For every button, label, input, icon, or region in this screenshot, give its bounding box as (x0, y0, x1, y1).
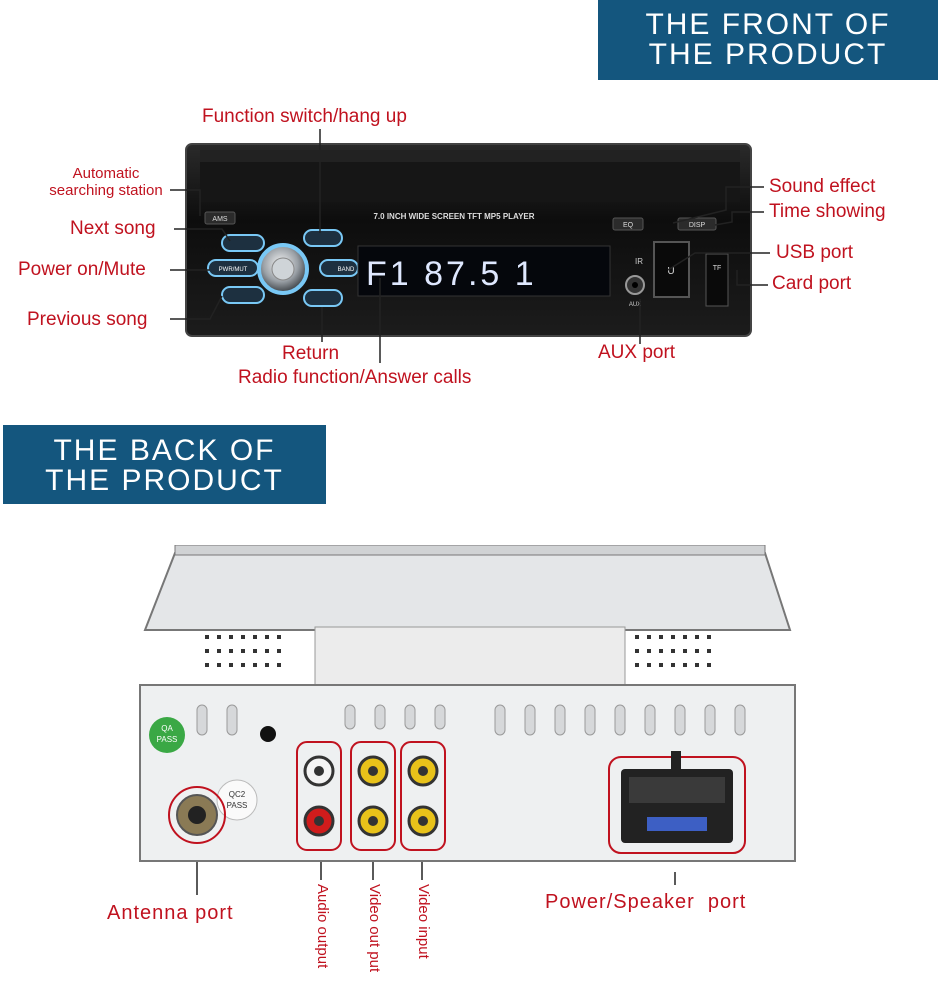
pwr-mut-label: PWR/MUT (219, 267, 248, 273)
audio-output-jacks[interactable] (296, 741, 342, 851)
label-power-mute: Power on/Mute (18, 259, 146, 280)
label-previous-song: Previous song (27, 309, 148, 330)
usb-label: U (667, 266, 674, 277)
disp-button[interactable]: DISP (677, 217, 717, 231)
power-speaker-connector[interactable] (608, 751, 746, 854)
ir-label: IR (635, 257, 643, 266)
qc-line2: PASS (227, 801, 248, 810)
function-switch-button[interactable] (303, 229, 343, 247)
label-card-port: Card port (772, 273, 852, 294)
label-video-input: Video input (415, 884, 432, 959)
disp-label: DISP (689, 222, 706, 229)
qa-line2: PASS (157, 735, 178, 744)
back-unit: QA PASS QC2 PASS (139, 545, 796, 862)
aux-label: AUX (629, 302, 641, 308)
label-power-speaker-port: Power/Speaker port (545, 891, 747, 913)
tf-card-slot[interactable] (705, 253, 729, 307)
qa-line1: QA (161, 724, 173, 733)
tf-label: TF (713, 265, 722, 272)
back-banner-line2: THE PRODUCT (45, 464, 284, 497)
usb-slot[interactable] (653, 241, 690, 298)
label-antenna-port: Antenna port (107, 902, 234, 924)
qa-pass-sticker: QA PASS (149, 717, 185, 753)
label-video-out-put: Video out put (366, 884, 383, 973)
qc-line1: QC2 (229, 790, 246, 799)
label-aux-port: AUX port (598, 342, 676, 363)
video-input-jacks[interactable] (400, 741, 446, 851)
video-out-jacks[interactable] (350, 741, 396, 851)
eq-label: EQ (623, 222, 634, 229)
band-label: BAND (338, 267, 355, 273)
back-banner: THE BACK OF THE PRODUCT (3, 425, 326, 504)
model-text: 7.0 INCH WIDE SCREEN TFT MP5 PLAYER (373, 212, 534, 221)
label-next-song: Next song (70, 218, 156, 239)
label-audio-output: Audio output (314, 884, 331, 969)
label-time-showing: Time showing (769, 201, 886, 222)
front-banner-line2: THE PRODUCT (648, 38, 888, 71)
label-function-switch: Function switch/hang up (202, 106, 407, 127)
antenna-jack[interactable] (168, 786, 226, 844)
ams-label: AMS (212, 216, 228, 223)
top-vents (205, 635, 711, 667)
front-unit: AMS 7.0 INCH WIDE SCREEN TFT MP5 PLAYER … (185, 143, 752, 337)
label-radio-function: Radio function/Answer calls (238, 367, 472, 388)
front-banner: THE FRONT OF THE PRODUCT (598, 0, 938, 80)
display-readout: F1 87.5 1 (366, 255, 537, 293)
front-banner-line1: THE FRONT OF (645, 8, 891, 41)
back-banner-line1: THE BACK OF (53, 434, 276, 467)
ams-button[interactable]: AMS (204, 211, 236, 225)
eq-button[interactable]: EQ (612, 217, 644, 231)
qc-pass-sticker: QC2 PASS (216, 779, 258, 821)
label-sound-effect: Sound effect (769, 176, 876, 197)
previous-song-button[interactable] (221, 286, 265, 304)
label-auto-search: Automatic searching station (36, 165, 176, 199)
label-auto-search-line2: searching station (49, 182, 163, 199)
lcd-display (357, 245, 611, 297)
label-usb-port: USB port (776, 242, 854, 263)
return-button[interactable] (303, 289, 343, 307)
next-song-button[interactable] (221, 234, 265, 252)
control-cluster: PWR/MUT BAND (207, 229, 359, 307)
label-return: Return (282, 343, 340, 364)
label-auto-search-line1: Automatic (72, 165, 140, 182)
